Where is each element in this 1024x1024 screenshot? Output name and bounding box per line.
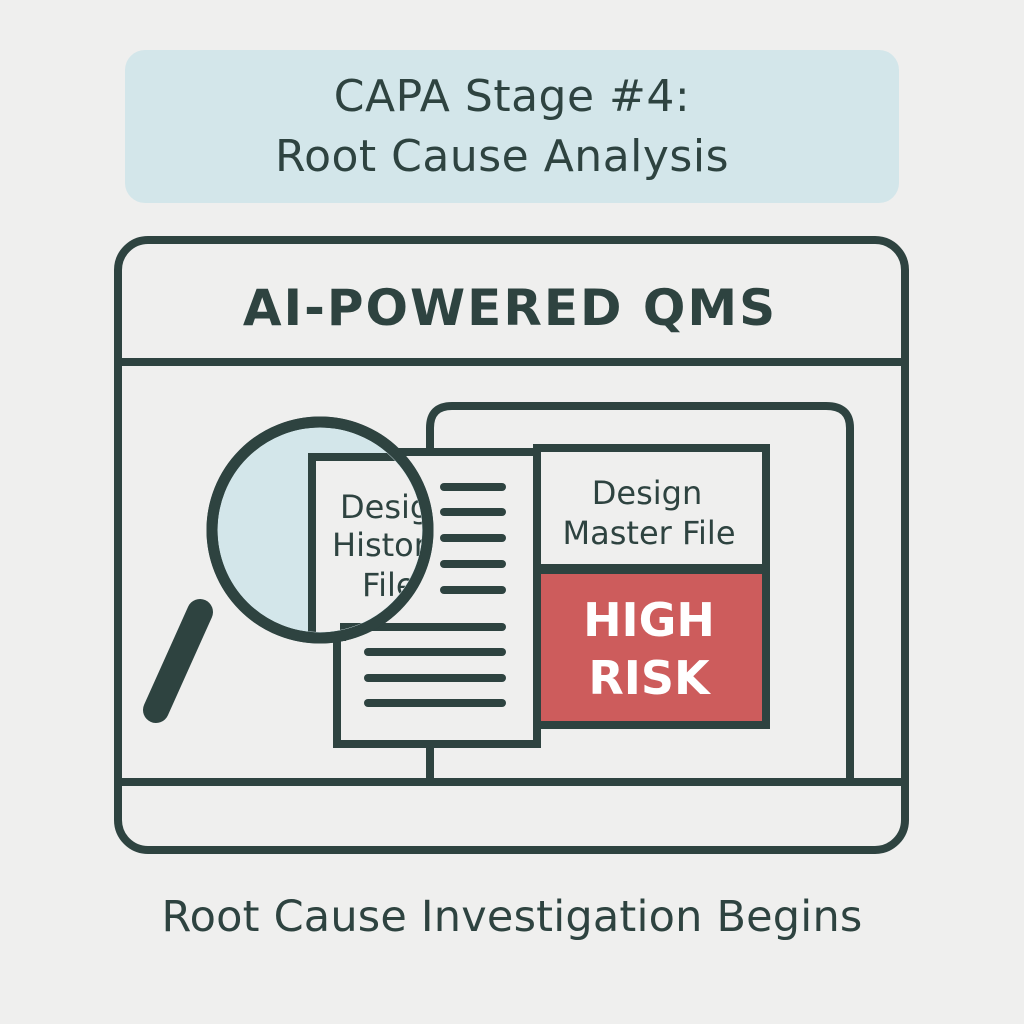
magnifier-handle — [143, 599, 213, 723]
history-file-label-1: Desig — [340, 488, 430, 526]
stage-title: CAPA Stage #4: — [333, 70, 691, 122]
caption: Root Cause Investigation Begins — [161, 892, 863, 942]
magnifier-rim — [206, 416, 434, 644]
history-file-label-2: Histor — [332, 526, 428, 564]
stage-subtitle: Root Cause Analysis — [274, 130, 729, 182]
window-title: AI-POWERED QMS — [243, 279, 777, 337]
master-file-label-1: Design — [592, 474, 702, 512]
magnifying-glass-icon: Desig Histor File — [143, 416, 434, 723]
risk-label-1: HIGH — [583, 593, 715, 647]
master-file-label-2: Master File — [563, 514, 736, 552]
high-risk-badge — [533, 566, 770, 729]
inner-panel — [426, 402, 854, 782]
risk-label-2: RISK — [588, 651, 712, 705]
stage-banner: CAPA Stage #4: Root Cause Analysis — [125, 50, 899, 203]
